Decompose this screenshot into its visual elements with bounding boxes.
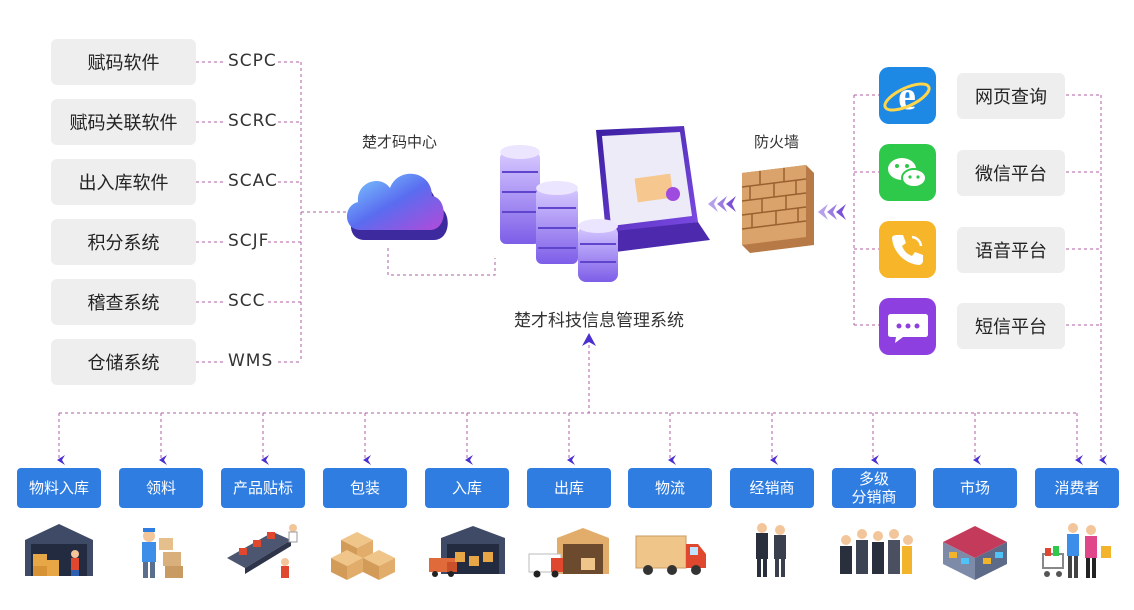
courier-boxes-icon xyxy=(142,528,183,578)
sms-icon xyxy=(879,298,936,355)
stage-box: 消费者 xyxy=(1035,468,1119,508)
code-label: SCAC xyxy=(228,171,278,191)
businessmen-icon xyxy=(756,523,786,577)
right-box-sms: 短信平台 xyxy=(957,303,1065,349)
stage-box: 产品贴标 xyxy=(221,468,305,508)
cardboard-boxes-icon xyxy=(331,532,395,580)
stage-box: 物流 xyxy=(628,468,712,508)
cloud-icon xyxy=(346,173,448,240)
code-label: SCC xyxy=(228,291,266,311)
right-box-voice: 语音平台 xyxy=(957,227,1065,273)
left-box-jifen: 积分系统 xyxy=(51,219,196,265)
shopping-mall-icon xyxy=(943,526,1007,580)
code-label: SCPC xyxy=(228,51,277,71)
system-label: 楚才科技信息管理系统 xyxy=(514,311,684,331)
right-box-wechat: 微信平台 xyxy=(957,150,1065,196)
firewall-icon xyxy=(741,165,814,253)
delivery-truck-icon xyxy=(635,535,706,575)
stage-box: 包装 xyxy=(323,468,407,508)
left-box-fuma-guanlian: 赋码关联软件 xyxy=(51,99,196,145)
code-label: SCRC xyxy=(228,111,278,131)
conveyor-labeling-icon xyxy=(227,524,298,578)
left-box-jicha: 稽查系统 xyxy=(51,279,196,325)
left-box-churuku: 出入库软件 xyxy=(51,159,196,205)
stage-box: 经销商 xyxy=(730,468,814,508)
warehouse-forklift-icon xyxy=(528,528,609,578)
left-box-cangchu: 仓储系统 xyxy=(51,339,196,385)
cloud-label: 楚才码中心 xyxy=(362,133,438,151)
stage-box: 领料 xyxy=(119,468,203,508)
server-laptop-illustration xyxy=(500,126,710,282)
firewall-label: 防火墙 xyxy=(754,133,800,151)
stage-box: 物料入库 xyxy=(17,468,101,508)
svg-text:e: e xyxy=(898,73,916,118)
stage-box: 多级 分销商 xyxy=(832,468,916,508)
business-team-icon xyxy=(840,529,913,574)
warehouse-worker-icon xyxy=(25,524,93,576)
code-label: WMS xyxy=(228,351,274,371)
right-box-web-query: 网页查询 xyxy=(957,73,1065,119)
code-label: SCJF xyxy=(228,231,270,251)
ie-browser-icon: e xyxy=(879,67,936,124)
stage-box: 入库 xyxy=(425,468,509,508)
stage-box: 出库 xyxy=(527,468,611,508)
phone-icon xyxy=(879,221,936,278)
stage-box: 市场 xyxy=(933,468,1017,508)
warehouse-truck-icon xyxy=(429,526,505,577)
wechat-icon xyxy=(879,144,936,201)
shoppers-icon xyxy=(1042,523,1111,578)
left-box-fuma: 赋码软件 xyxy=(51,39,196,85)
